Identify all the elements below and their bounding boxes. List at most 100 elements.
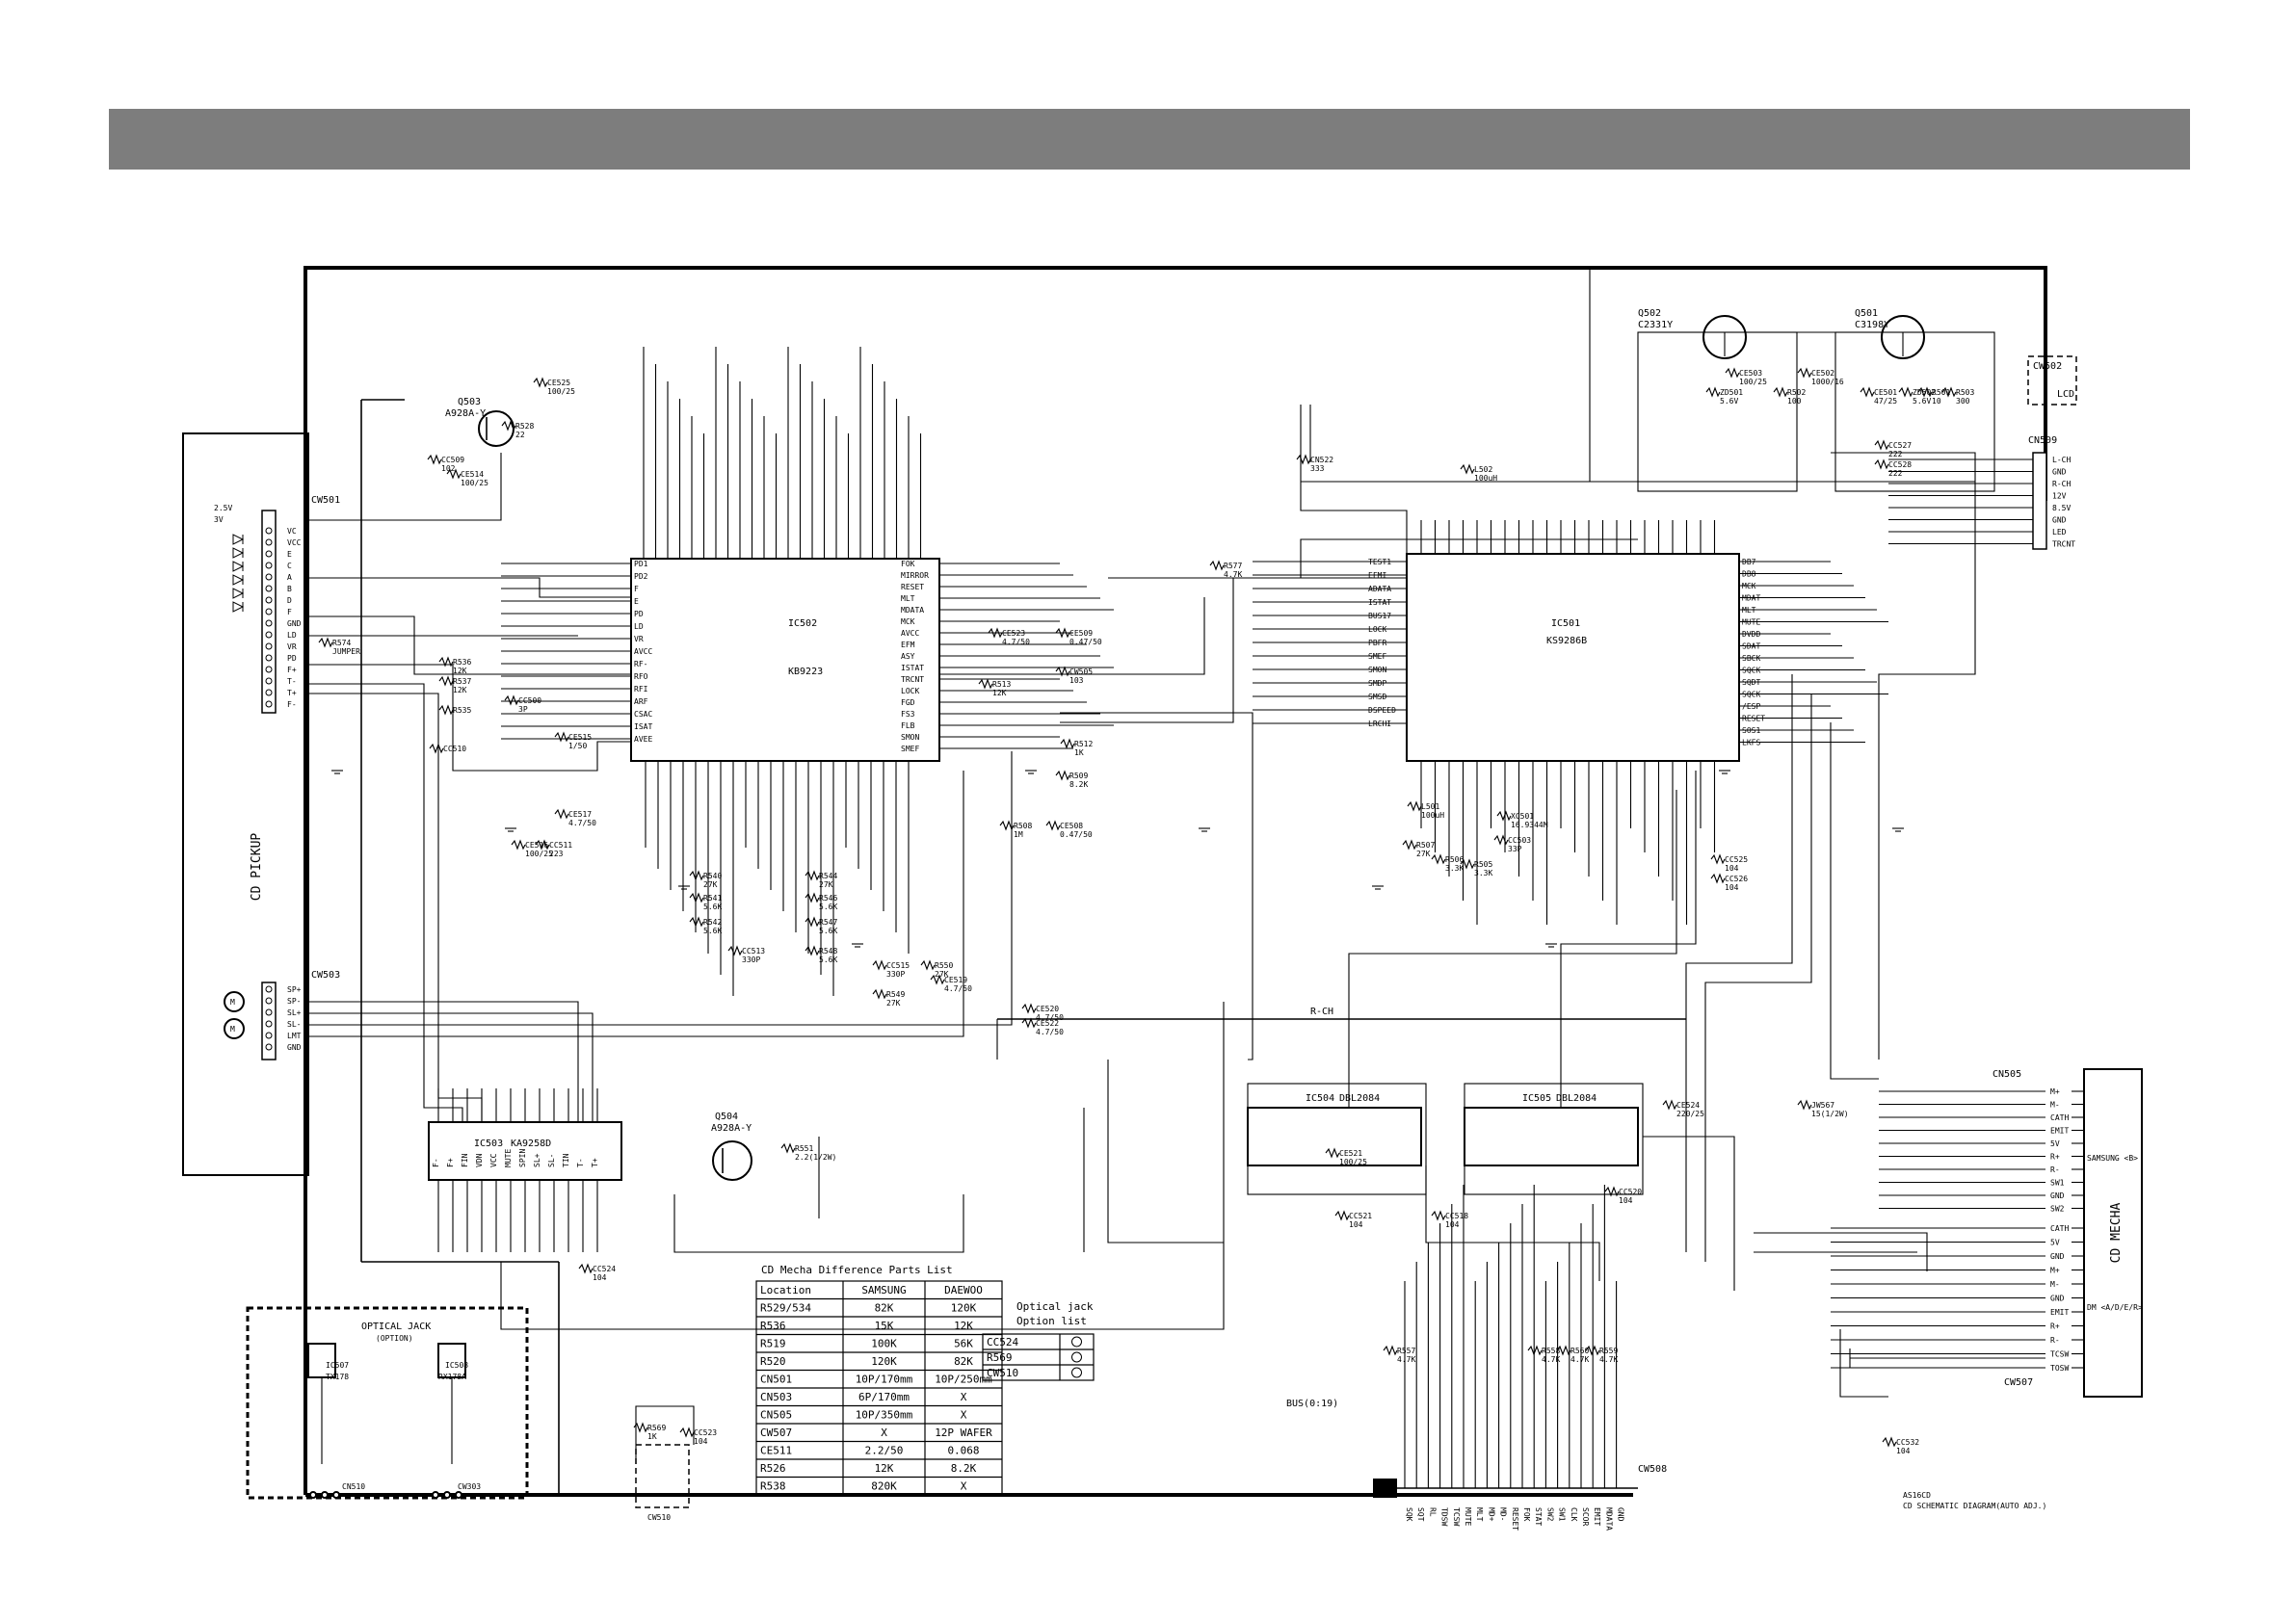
table-header-cell: Location [760, 1284, 811, 1296]
component-ref: R551 [795, 1144, 813, 1153]
resistor-zigzag [446, 468, 462, 480]
r-ch-net-label: R-CH [1310, 1007, 1333, 1017]
ic503-pin-label: SPIN [518, 1149, 527, 1167]
component-ref: R557 [1397, 1347, 1415, 1355]
ic502-top-pins [643, 347, 922, 559]
resistor-zigzag [318, 637, 333, 648]
component-ref: CC527 [1888, 441, 1912, 450]
resistor-zigzag [1917, 386, 1933, 398]
cd-mecha-block: CD MECHA SAMSUNG <B> DM <A/D/E/R> [2083, 1068, 2143, 1398]
component-ref: CE519 [944, 976, 967, 984]
table-cell: R519 [760, 1338, 786, 1350]
cw502-connector: CW502 LCD [2027, 355, 2077, 406]
cw501-label: CW501 [311, 495, 340, 506]
ic502-pin-label: FLB [901, 721, 915, 730]
pickup-pin-label: F [287, 608, 292, 616]
component-value: 4.7K [1599, 1355, 1618, 1364]
pin-terminal [265, 562, 273, 569]
component-ref: JW567 [1811, 1101, 1834, 1110]
cw507-pin-label: R+ [2050, 1322, 2060, 1331]
cd-pickup-block: CD PICKUP CW501 CW503 [182, 432, 340, 1176]
lcd-label: LCD [2057, 389, 2074, 400]
pin-terminal [265, 619, 273, 627]
cn505-pin-label: SW2 [2050, 1205, 2065, 1214]
component-value: 104 [1349, 1220, 1363, 1229]
resistor-zigzag [805, 945, 820, 956]
mech-pin-label: SP- [287, 997, 301, 1006]
pin-terminal [265, 527, 273, 535]
component-ref: CE516 [525, 841, 548, 850]
resistor-zigzag [1797, 367, 1812, 379]
ic504-ref: IC504 [1306, 1093, 1334, 1104]
component-value: 1K [1074, 748, 1084, 757]
component-value: 3.3K [1474, 869, 1492, 877]
component-ref: CC528 [1888, 460, 1912, 469]
pin-terminal [265, 1008, 273, 1016]
component-ref: R541 [703, 894, 722, 903]
resistor-zigzag [1874, 458, 1889, 470]
resistor-zigzag [1060, 738, 1075, 749]
cw507-pin-label: GND [2050, 1252, 2065, 1261]
resistor-zigzag [1460, 463, 1475, 475]
table-cell: CW507 [760, 1427, 792, 1439]
table-cell: CE511 [760, 1445, 792, 1457]
cw508-pin-label: GND [1617, 1507, 1625, 1522]
ic504-part: DBL2084 [1339, 1093, 1380, 1104]
pickup-pin-label: PD [287, 654, 297, 663]
component-ref: R542 [703, 918, 722, 927]
ic501-top-pins [1420, 520, 1716, 554]
wire [1560, 771, 1697, 1108]
table-cell: 6P/170mm [858, 1391, 910, 1403]
resistor-zigzag [1773, 386, 1788, 398]
component-ref: R546 [819, 894, 837, 903]
table-cell: 56K [954, 1338, 973, 1350]
component-ref: R577 [1224, 562, 1242, 570]
component-ref: R506 [1445, 855, 1464, 864]
resistor-zigzag [1296, 454, 1311, 465]
component-ref: CC526 [1725, 875, 1748, 883]
table-cell: 0.068 [947, 1445, 979, 1457]
component-value: 27K [703, 880, 718, 889]
pickup-pin-label: 2.5V [214, 504, 232, 512]
wire [308, 683, 463, 1122]
cw508-pin-label: MLT [1475, 1507, 1484, 1522]
resistor-zigzag [1585, 1345, 1600, 1356]
wire [1060, 712, 1254, 1060]
cw303-label: CW303 [458, 1482, 481, 1491]
ic502-pin-label: RESET [901, 583, 924, 591]
photodiode-symbol [232, 601, 245, 613]
component-value: 100uH [1421, 811, 1444, 820]
component-value: 100 [1787, 397, 1802, 406]
dm-mecha-label: DM <A/D/E/R> [2087, 1303, 2143, 1312]
component-value: 4.7/50 [568, 819, 596, 827]
component-value: 1000/16 [1811, 378, 1844, 386]
table-cell: 10P/250mm [935, 1374, 992, 1386]
main-rails [303, 266, 2047, 1497]
ic502-pin-label: AVEE [634, 735, 652, 744]
svg-text:M: M [230, 998, 235, 1007]
resistor-zigzag [1021, 1017, 1037, 1029]
resistor-zigzag [1407, 800, 1422, 812]
cn505-pin-label: SW1 [2050, 1179, 2065, 1188]
ic502-pin-label: AVCC [901, 629, 919, 638]
ic502-pin-label: LOCK [901, 687, 919, 695]
component-value: 47/25 [1874, 397, 1897, 406]
component-value: 104 [1445, 1220, 1460, 1229]
ic501-part: KS9286B [1546, 636, 1587, 646]
resistor-zigzag [1556, 1345, 1571, 1356]
rx178a-label: RX178A [438, 1373, 466, 1381]
component-value: 4.7/50 [1002, 638, 1030, 646]
component-value: 3P [518, 705, 528, 714]
cn509-connector: CN509 [2028, 435, 2057, 550]
ic503-part: KA9258D [511, 1139, 551, 1149]
ic503-pin-label: T- [576, 1158, 585, 1167]
pickup-pin-label: VCC [287, 538, 302, 547]
cw508-pin-label: SW2 [1545, 1507, 1554, 1522]
ic502-pin-label: PD [634, 610, 644, 618]
resistor-zigzag [511, 839, 526, 851]
table-cell: R529/534 [760, 1302, 811, 1315]
ic502-pin-label: PD1 [634, 560, 648, 568]
cw508-pin-label: FOK [1522, 1507, 1531, 1522]
component-ref: R528 [515, 422, 534, 431]
